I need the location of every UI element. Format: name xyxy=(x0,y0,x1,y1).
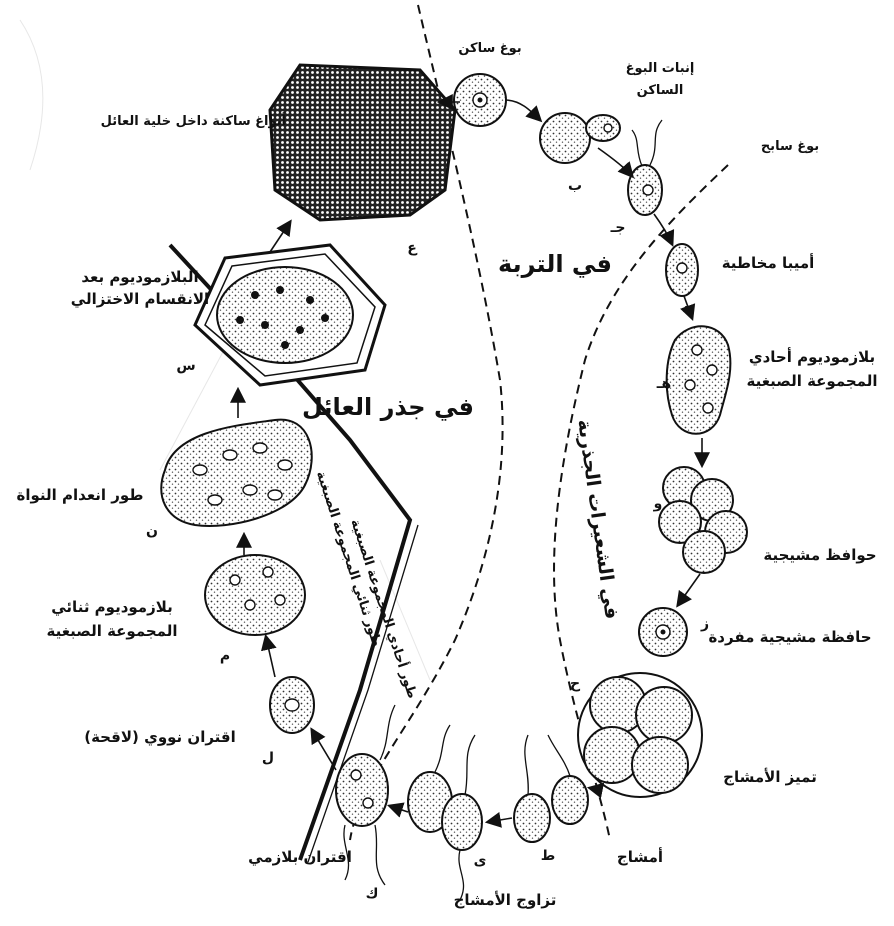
letter-i: ى xyxy=(474,853,487,869)
swarm-spore-nucleus xyxy=(643,185,653,195)
label-haploid-plasmodium-1: بلازموديوم أحادي xyxy=(749,347,875,367)
label-single-sporangium: حافظة مشيجية مفردة xyxy=(708,628,871,646)
letter-m: ن xyxy=(146,523,158,539)
letter-b: جـ xyxy=(610,220,626,236)
label-myxamoeba: أميبا مخاطية xyxy=(722,253,815,272)
letter-g: ح xyxy=(570,676,581,692)
label-gamete-differentiation: تميز الأمشاج xyxy=(723,768,817,786)
label-haploid-plasmodium-2: المجموعة الصبغية xyxy=(746,372,877,390)
label-anucleate-stage: طور انعدام النواة xyxy=(17,486,144,504)
resting-spore-dot xyxy=(478,98,483,103)
label-resting-spores-in-host: أبواغ ساكنة داخل خلية العائل xyxy=(101,112,286,129)
label-spore-germination-1: إنبات البوغ xyxy=(626,61,695,76)
germinating-spore xyxy=(540,113,590,163)
letter-j: ك xyxy=(366,886,379,902)
gamete-2 xyxy=(552,776,588,824)
haploid-plasmodium xyxy=(667,326,731,433)
region-root-hairs: في الشعيرات الجذرية xyxy=(573,418,623,621)
germinating-spore-nucleus xyxy=(604,124,612,132)
letter-n: س xyxy=(176,358,195,374)
letter-h: ط xyxy=(541,848,556,864)
gamete-1 xyxy=(514,794,550,842)
label-plasmogamy: اقتران بلازمي xyxy=(248,848,352,866)
host-cell-resting-spores xyxy=(270,65,455,220)
letter-k: ل xyxy=(262,750,274,766)
label-diploid-plasmodium-1: بلازموديوم ثنائي xyxy=(51,598,173,616)
label-diploid-plasmodium-2: المجموعة الصبغية xyxy=(46,622,177,640)
label-post-meiosis-2: الانقسام الاختزالي xyxy=(71,290,209,308)
gametangium-cell-2 xyxy=(636,687,692,743)
label-spore-germination-2: الساكن xyxy=(637,83,684,98)
zygote-nucleus xyxy=(285,699,299,711)
gametangium-cell-4 xyxy=(632,737,688,793)
myxamoeba-nucleus xyxy=(677,263,687,273)
single-sporangium-dot xyxy=(661,630,666,635)
label-swarm-spore: بوغ سابح xyxy=(761,139,819,154)
label-resting-spore: بوغ ساكن xyxy=(458,41,521,56)
fusing-gamete-2 xyxy=(442,794,482,850)
letter-o: ع xyxy=(407,240,418,256)
region-soil: في التربة xyxy=(498,250,612,278)
plasmogamy-nucleus-2 xyxy=(363,798,373,808)
label-post-meiosis-1: البلازموديوم بعد xyxy=(81,268,198,286)
letter-a: ب xyxy=(568,178,582,194)
gametangium-cell-3 xyxy=(584,727,640,783)
diploid-plasmodium xyxy=(205,555,305,635)
sporangia-cluster xyxy=(659,467,747,573)
region-host-root: في جذر العائل xyxy=(302,393,474,421)
label-gamete-fusion: تزاوج الأمشاج xyxy=(454,891,557,909)
plasmogamy-cell xyxy=(336,754,388,826)
letter-l: م xyxy=(220,648,230,664)
letter-d: هـ xyxy=(656,376,672,392)
germ-tube xyxy=(586,115,620,141)
label-gametes: أمشاج xyxy=(617,847,663,866)
letter-e: و xyxy=(653,496,663,512)
swarm-spore-flagella xyxy=(632,120,662,166)
label-karyogamy: اقتران نووي (لاقحة) xyxy=(84,728,236,747)
plasmogamy-nucleus-1 xyxy=(351,770,361,780)
anucleate-plasmodium xyxy=(161,420,312,526)
label-sporangia: حوافظ مشيجية xyxy=(763,546,876,564)
